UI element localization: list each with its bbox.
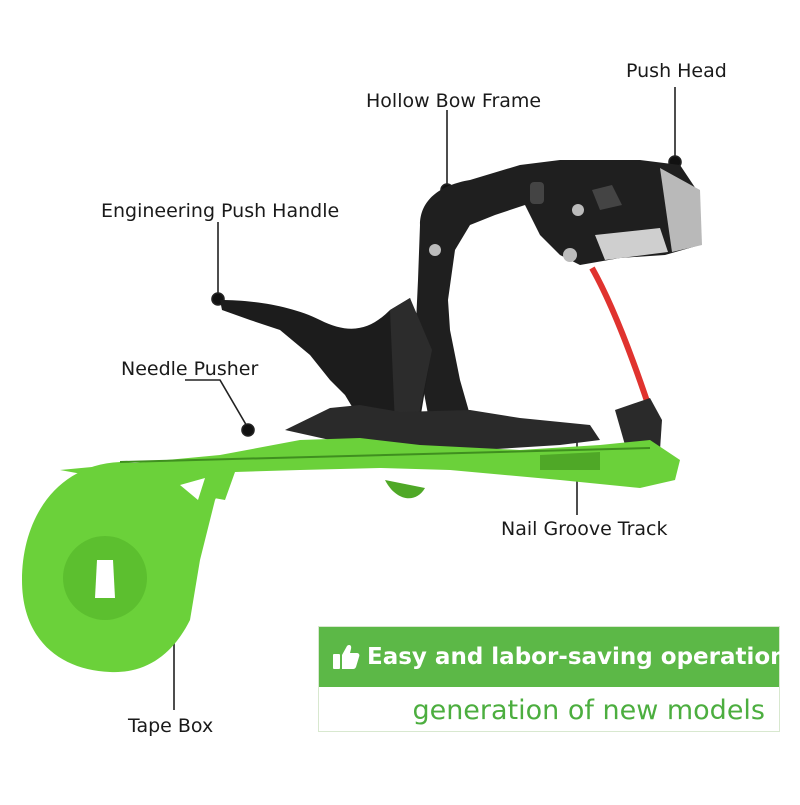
banner-subtitle: generation of new models: [412, 694, 765, 726]
thumbs-up-icon: [331, 641, 361, 673]
red-tape: [589, 266, 653, 411]
banner-title: Easy and labor-saving operation: [367, 644, 787, 670]
callout-engineering-push-handle: Engineering Push Handle: [101, 200, 340, 222]
callout-needle-pusher: Needle Pusher: [121, 358, 259, 380]
banner-subtitle-bar: generation of new models: [319, 687, 779, 733]
black-frame: [220, 160, 702, 450]
callout-hollow-bow-frame: Hollow Bow Frame: [366, 90, 542, 112]
callout-tape-box: Tape Box: [128, 715, 214, 737]
push-handle: [220, 298, 430, 430]
feature-banner: Easy and labor-saving operation generati…: [318, 626, 787, 733]
callout-push-head: Push Head: [626, 60, 727, 82]
green-body: [22, 438, 680, 673]
banner-title-bar: Easy and labor-saving operation: [319, 627, 787, 687]
callout-nail-groove-track: Nail Groove Track: [501, 518, 668, 540]
